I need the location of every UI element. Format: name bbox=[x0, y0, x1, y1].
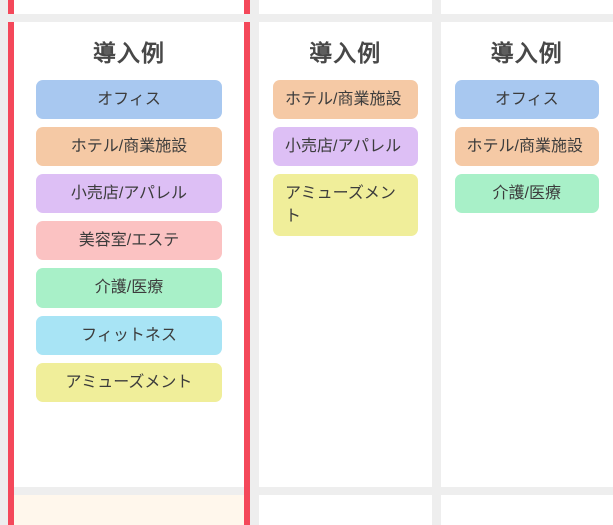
column-heading: 導入例 bbox=[455, 40, 600, 68]
use-case-tag-list: オフィス ホテル/商業施設 介護/医療 bbox=[455, 80, 600, 214]
row-divider bbox=[0, 14, 613, 22]
table-cell bbox=[259, 495, 432, 525]
table-cell-featured: 導入例 オフィス ホテル/商業施設 小売店/アパレル 美容室/エステ 介護/医療… bbox=[8, 22, 250, 487]
featured-rail-right bbox=[244, 0, 250, 14]
table-row bbox=[0, 495, 613, 525]
column-heading: 導入例 bbox=[36, 40, 222, 68]
table-row: 導入例 オフィス ホテル/商業施設 小売店/アパレル 美容室/エステ 介護/医療… bbox=[0, 22, 613, 487]
table-cell: 導入例 ホテル/商業施設 小売店/アパレル アミューズメント bbox=[259, 22, 432, 487]
use-case-tag[interactable]: 介護/医療 bbox=[36, 268, 222, 307]
table-cell bbox=[441, 495, 613, 525]
use-case-tag[interactable]: ホテル/商業施設 bbox=[273, 80, 418, 119]
row-divider bbox=[0, 487, 613, 495]
use-case-tag[interactable]: オフィス bbox=[455, 80, 600, 119]
use-case-tag[interactable]: ホテル/商業施設 bbox=[455, 127, 600, 166]
use-case-tag-list: ホテル/商業施設 小売店/アパレル アミューズメント bbox=[273, 80, 418, 237]
table-cell-featured bbox=[8, 0, 250, 14]
use-case-tag[interactable]: ホテル/商業施設 bbox=[36, 127, 222, 166]
column-heading: 導入例 bbox=[273, 40, 418, 68]
table-cell bbox=[441, 0, 613, 14]
table-cell: 導入例 オフィス ホテル/商業施設 介護/医療 bbox=[441, 22, 613, 487]
comparison-table: 導入例 オフィス ホテル/商業施設 小売店/アパレル 美容室/エステ 介護/医療… bbox=[0, 0, 613, 514]
use-case-tag[interactable]: アミューズメント bbox=[36, 363, 222, 402]
cell-content: 導入例 ホテル/商業施設 小売店/アパレル アミューズメント bbox=[259, 22, 432, 487]
table-cell bbox=[259, 0, 432, 14]
cell-content: 導入例 オフィス ホテル/商業施設 介護/医療 bbox=[441, 22, 613, 487]
use-case-tag-list: オフィス ホテル/商業施設 小売店/アパレル 美容室/エステ 介護/医療 フィッ… bbox=[36, 80, 222, 402]
featured-rail-left bbox=[8, 0, 14, 14]
featured-rail-left bbox=[8, 487, 14, 514]
use-case-tag[interactable]: 介護/医療 bbox=[455, 174, 600, 213]
use-case-tag[interactable]: 小売店/アパレル bbox=[273, 127, 418, 166]
table-cell-featured bbox=[8, 495, 250, 525]
use-case-tag[interactable]: アミューズメント bbox=[273, 174, 418, 236]
use-case-tag[interactable]: オフィス bbox=[36, 80, 222, 119]
table-row bbox=[0, 0, 613, 14]
featured-rail-right bbox=[244, 487, 250, 514]
use-case-tag[interactable]: 美容室/エステ bbox=[36, 221, 222, 260]
use-case-tag[interactable]: フィットネス bbox=[36, 316, 222, 355]
use-case-tag[interactable]: 小売店/アパレル bbox=[36, 174, 222, 213]
cell-content: 導入例 オフィス ホテル/商業施設 小売店/アパレル 美容室/エステ 介護/医療… bbox=[14, 22, 244, 487]
